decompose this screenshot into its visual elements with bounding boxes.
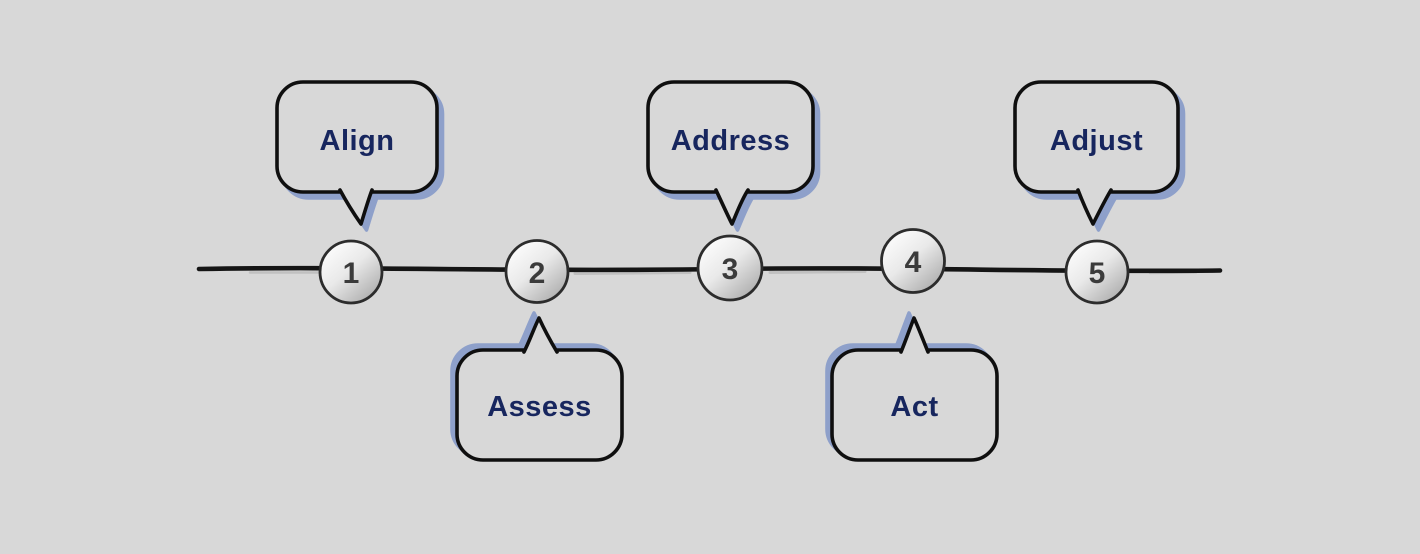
speech-bubble-adjust: Adjust (1013, 80, 1186, 232)
speech-bubble-address: Address (646, 80, 821, 232)
bubble-tail (714, 188, 750, 226)
node-number: 3 (722, 253, 739, 286)
speech-bubble-act: Act (825, 311, 999, 462)
bubble-label: Assess (487, 391, 592, 423)
timeline-node-3: 3 (696, 234, 764, 302)
bubble-label: Address (671, 125, 791, 157)
node-circle (880, 228, 946, 294)
timeline-node-4: 4 (880, 228, 946, 294)
node-number: 1 (343, 257, 360, 290)
node-number: 4 (905, 246, 922, 279)
node-number: 5 (1089, 257, 1106, 290)
node-circle (696, 234, 764, 302)
node-number: 2 (529, 257, 546, 290)
timeline-texture-echo (573, 271, 692, 275)
bubble-label: Align (320, 125, 395, 157)
bubble-tail (899, 316, 930, 354)
bubble-tail (338, 188, 374, 226)
node-circle (318, 239, 384, 305)
bubble-tail (1076, 188, 1113, 226)
bubble-label: Act (890, 391, 938, 423)
bubble-tail (522, 316, 559, 354)
node-circle (1064, 239, 1130, 305)
node-circle (504, 239, 570, 304)
timeline-node-1: 1 (318, 239, 384, 305)
timeline-node-5: 5 (1064, 239, 1130, 305)
speech-bubble-assess: Assess (450, 311, 624, 462)
speech-bubble-align: Align (275, 80, 445, 232)
timeline-texture-echo (768, 270, 867, 274)
timeline-node-2: 2 (504, 239, 570, 304)
bubble-label: Adjust (1050, 125, 1143, 157)
